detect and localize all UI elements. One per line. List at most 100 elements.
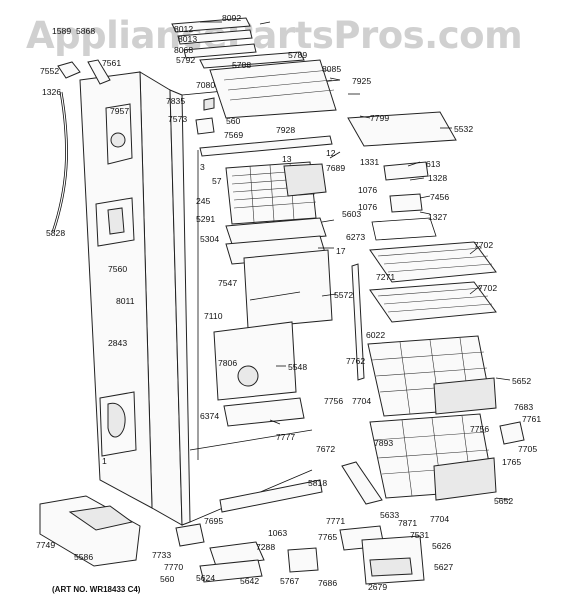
label-57: 57: [212, 176, 222, 186]
label-1076-a: 1076: [358, 185, 377, 195]
label-5603: 5603: [342, 209, 361, 219]
label-7771: 7771: [326, 516, 345, 526]
label-7762: 7762: [346, 356, 365, 366]
label-7531: 7531: [410, 530, 429, 540]
label-2843: 2843: [108, 338, 127, 348]
label-5792: 5792: [176, 55, 195, 65]
label-5868: 5868: [76, 26, 95, 36]
label-5532: 5532: [454, 124, 473, 134]
label-5828: 5828: [46, 228, 65, 238]
label-245: 245: [196, 196, 211, 206]
top-assembly: [171, 17, 337, 157]
label-5818: 5818: [308, 478, 327, 488]
label-7925: 7925: [352, 76, 371, 86]
label-8085: 8085: [322, 64, 341, 74]
label-7835: 7835: [166, 96, 185, 106]
label-7456: 7456: [430, 192, 449, 202]
label-7704-b: 7704: [430, 514, 449, 524]
label-8011: 8011: [116, 296, 135, 306]
label-7733: 7733: [152, 550, 171, 560]
label-7705: 7705: [518, 444, 537, 454]
label-7799: 7799: [370, 113, 389, 123]
label-8092: 8092: [222, 13, 241, 23]
label-7704-a: 7704: [352, 396, 371, 406]
label-7569: 7569: [224, 130, 243, 140]
label-8013: 8013: [178, 34, 197, 44]
label-7777: 7777: [276, 432, 295, 442]
label-7928: 7928: [276, 125, 295, 135]
leader-lines: [200, 21, 511, 501]
label-5789: 5789: [288, 50, 307, 60]
label-7702-a: 7702: [474, 240, 493, 250]
label-1331: 1331: [360, 157, 379, 167]
label-6374: 6374: [200, 411, 219, 421]
label-7765: 7765: [318, 532, 337, 542]
label-7080: 7080: [196, 80, 215, 90]
label-5652-a: 5652: [512, 376, 531, 386]
label-560-top: 560: [226, 116, 241, 126]
label-7686: 7686: [318, 578, 337, 588]
label-7806: 7806: [218, 358, 237, 368]
shelves-and-baskets: [341, 111, 525, 505]
label-8012: 8012: [174, 24, 193, 34]
label-1: 1: [102, 456, 107, 466]
label-7702-b: 7702: [478, 283, 497, 293]
label-613: 613: [426, 159, 441, 169]
label-7560: 7560: [108, 264, 127, 274]
label-7957: 7957: [110, 106, 129, 116]
label-1589: 1589: [52, 26, 71, 36]
label-7288: 7288: [256, 542, 275, 552]
label-7271: 7271: [376, 272, 395, 282]
part-labels: 8092 8012 8013 8068 5792 5788 5789 8085 …: [36, 13, 541, 592]
left-side-parts: [51, 59, 137, 457]
label-5652-b: 5652: [494, 496, 513, 506]
label-5291: 5291: [196, 214, 215, 224]
label-8068: 8068: [174, 45, 193, 55]
label-7756-b: 7756: [470, 424, 489, 434]
label-1326: 1326: [42, 87, 61, 97]
label-5586: 5586: [74, 552, 93, 562]
label-7547: 7547: [218, 278, 237, 288]
label-5624: 5624: [196, 573, 215, 583]
label-7756-a: 7756: [324, 396, 343, 406]
label-5767: 5767: [280, 576, 299, 586]
label-560-bottom: 560: [160, 574, 175, 584]
label-7573: 7573: [168, 114, 187, 124]
label-7689: 7689: [326, 163, 345, 173]
label-5572: 5572: [334, 290, 353, 300]
label-7683: 7683: [514, 402, 533, 412]
label-5626: 5626: [432, 541, 451, 551]
label-7552: 7552: [40, 66, 59, 76]
label-7110: 7110: [204, 311, 223, 321]
label-7770: 7770: [164, 562, 183, 572]
label-5788: 5788: [232, 60, 251, 70]
art-number: (ART NO. WR18433 C4): [52, 585, 141, 594]
label-3: 3: [200, 162, 205, 172]
label-1327: 1327: [428, 212, 447, 222]
label-2679: 2679: [368, 582, 387, 592]
label-5627: 5627: [434, 562, 453, 572]
label-7871: 7871: [398, 518, 417, 528]
label-1063: 1063: [268, 528, 287, 538]
label-1076-b: 1076: [358, 202, 377, 212]
label-1328: 1328: [428, 173, 447, 183]
label-6273: 6273: [346, 232, 365, 242]
label-5548: 5548: [288, 362, 307, 372]
label-13: 13: [282, 154, 292, 164]
label-7672: 7672: [316, 444, 335, 454]
label-6022: 6022: [366, 330, 385, 340]
label-7749: 7749: [36, 540, 55, 550]
label-7561: 7561: [102, 58, 121, 68]
label-7695: 7695: [204, 516, 223, 526]
label-7761: 7761: [522, 414, 541, 424]
label-1765: 1765: [502, 457, 521, 467]
label-5642: 5642: [240, 576, 259, 586]
label-5304: 5304: [200, 234, 219, 244]
label-17: 17: [336, 246, 346, 256]
label-5633: 5633: [380, 510, 399, 520]
evaporator-assembly: [213, 161, 333, 427]
bottom-parts: [39, 479, 425, 585]
label-7893: 7893: [374, 438, 393, 448]
label-12: 12: [326, 148, 336, 158]
